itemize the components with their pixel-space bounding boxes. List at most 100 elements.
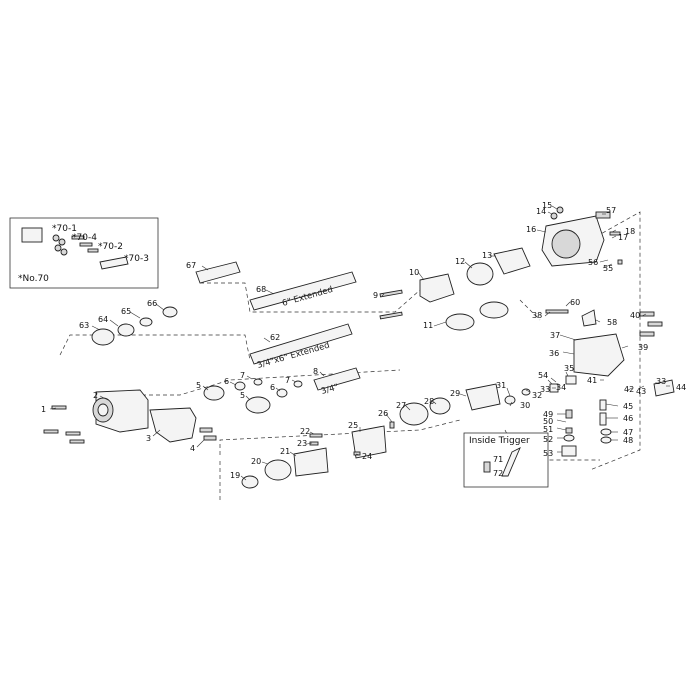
callout-10: 10 [409,268,419,277]
callout-51: 51 [543,425,553,434]
parts [43,206,675,489]
callout-30: 30 [520,401,530,410]
pin-part [353,451,361,456]
bolt-part [639,311,655,317]
inside-trigger-inset: Inside Trigger 71 72 [463,432,549,488]
pin-part [545,309,569,314]
bolt-part [65,431,81,436]
valve-part [565,427,573,434]
callout-48: 48 [623,436,633,445]
callout-36: 36 [549,349,559,358]
hammer-cage-part [419,273,455,303]
o-ring-part [234,381,246,391]
gasket-part [466,262,494,286]
plate-part [595,211,611,219]
callout-46: 46 [623,414,633,423]
rubber-boot-part [149,407,197,443]
o-ring-part [600,428,612,436]
anvil-8-part [313,367,361,391]
valve-part [599,399,607,411]
inset-label-71: 71 [493,455,503,464]
callout-6b: 6 [270,383,275,392]
callout-9: 9 [373,291,378,300]
callout-12: 12 [455,257,465,266]
callout-13: 13 [482,251,492,260]
bushing-part [245,396,271,414]
valve-part [599,412,607,426]
callout-53: 53 [543,449,553,458]
key-part [309,441,319,446]
reverse-valve-part [521,388,531,396]
callout-5a: 5 [196,381,201,390]
callout-34: 34 [556,383,566,392]
callout-45: 45 [623,402,633,411]
callout-67: 67 [186,261,196,270]
kit-screw-part [60,248,68,256]
screw-part [556,206,564,214]
callout-20: 20 [251,457,261,466]
pin-part [617,259,623,265]
callout-7a: 7 [240,371,245,380]
inset-title: Inside Trigger [469,436,530,446]
kit-label-70-1: *70-1 [52,224,77,234]
valve-seat-part [561,445,577,457]
o-ring-part [139,317,153,327]
kit-pin-part [87,248,99,253]
bearing-part [241,475,259,489]
callout-17: 17 [618,233,628,242]
reverse-valve-part [504,395,516,405]
anvil-67-part [195,261,241,284]
callout-8: 8 [313,367,318,376]
kit-screw-part [52,234,60,242]
washer-part [117,323,135,337]
bushing-part [91,328,115,346]
bushing-part [203,385,225,401]
callout-11: 11 [423,321,433,330]
o-ring-part [293,380,303,388]
screw-part [550,212,558,220]
pin-part [609,231,621,236]
bolt-part [203,435,217,441]
callout-64: 64 [98,315,108,324]
kit-label-70-2: *70-2 [98,242,123,252]
kit-screw-part [54,244,62,252]
callout-7b: 7 [285,376,290,385]
callout-4: 4 [190,444,195,453]
o-ring-part [162,306,178,318]
callout-32: 32 [532,391,542,400]
bearing-part [429,397,451,415]
cylinder-part [351,425,387,459]
bolt-part [51,405,67,410]
o-ring-part [253,378,263,386]
callout-60: 60 [570,298,580,307]
kit-label-70-3: *70-3 [124,254,149,264]
callout-33b: 33 [656,377,666,386]
callout-37: 37 [550,331,560,340]
callout-25: 25 [348,421,358,430]
callout-50: 50 [543,417,553,426]
callout-5b: 5 [240,391,245,400]
callout-40: 40 [630,311,640,320]
kit-pin-part [79,242,93,247]
pin-part [389,421,395,429]
callout-6a: 6 [224,377,229,386]
anvil-62-part [249,323,353,365]
callout-22: 22 [300,427,310,436]
kit-note: *No.70 [18,274,49,284]
callout-44: 44 [676,383,686,392]
pin-part [379,311,403,320]
callout-55: 55 [603,264,613,273]
pin-part [379,289,403,298]
gasket-plate-part [493,247,531,275]
kit-70-box: *70-1 *70-4 *70-2 *70-3 *No.70 [9,217,159,289]
anvil-8-text: 3/4" [320,382,340,396]
callout-56: 56 [588,258,598,267]
o-ring-part [276,388,288,398]
valve-part [565,409,573,419]
callout-1: 1 [41,405,46,414]
bolt-part [43,429,59,434]
clip-part [581,309,597,327]
callout-23: 23 [297,439,307,448]
bolt-part [199,427,213,433]
kit-cover-part [21,227,43,243]
